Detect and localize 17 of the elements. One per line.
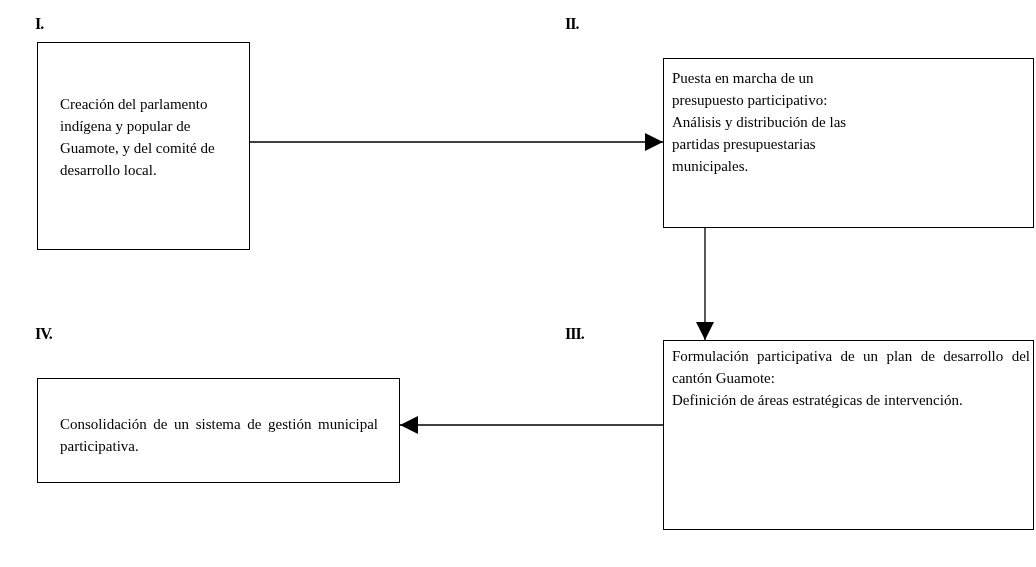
step-number: II. [565,15,579,33]
arrow [696,227,714,341]
process-box [663,340,1034,530]
box-text: Puesta en marcha de un presupuesto participativo: [672,69,829,110]
step-number: IV. [35,325,52,343]
box-text: Formulación participativa de un plan de desarrollo del cantón Guamote: [672,347,1030,388]
process-box [37,378,400,483]
arrow [249,133,664,151]
process-box [663,58,1034,228]
step-number: I. [35,15,44,33]
box-text: Análisis y distribución de las partidas presupuestarias municipales. [672,113,848,176]
box-text: Definición de áreas estratégicas de intervención. [672,391,964,410]
box-text: Creación del parlamento indígena y popular de Guamote, y del comité de desarrollo local. [60,95,216,180]
process-box [37,42,250,250]
step-number: III. [565,325,584,343]
arrow [399,416,664,434]
box-text: Consolidación de un sistema de gestión municipal participativa. [60,415,378,456]
